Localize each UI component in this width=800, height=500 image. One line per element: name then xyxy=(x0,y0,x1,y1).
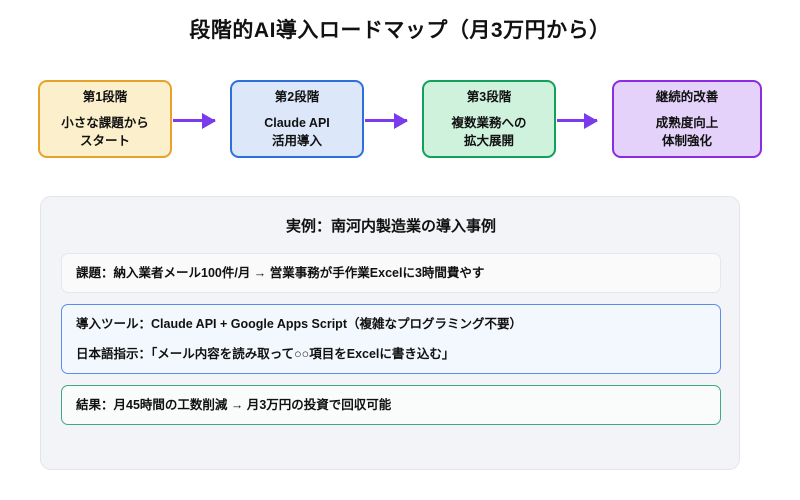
arrow-stage-3-to-4 xyxy=(557,112,598,129)
case-study-title: 実例：南河内製造業の導入事例 xyxy=(285,218,496,235)
roadmap-flow: 第1段階 小さな課題から スタート 第2段階 Claude API 活用導入 第… xyxy=(38,80,762,160)
stage-3-heading: 第3段階 xyxy=(466,90,512,105)
stage-4-line-1: 成熟度向上 xyxy=(655,115,719,130)
case-card-result-line-1: 結果：月45時間の工数削減 → 月3万円の投資で回収可能 xyxy=(76,397,392,412)
arrow-stage-2-to-3 xyxy=(365,112,408,129)
page-title: 段階的AI導入ロードマップ（月3万円から） xyxy=(189,19,611,42)
case-card-tools-line-1: 導入ツール：Claude API + Google Apps Script（複雑… xyxy=(76,317,522,332)
case-study-panel: 実例：南河内製造業の導入事例 課題：納入業者メール100件/月 → 営業事務が手… xyxy=(40,196,740,470)
stage-card-1: 第1段階 小さな課題から スタート xyxy=(38,80,172,158)
stage-card-2: 第2段階 Claude API 活用導入 xyxy=(230,80,364,158)
stage-4-heading: 継続的改善 xyxy=(655,90,719,105)
stage-1-line-2: スタート xyxy=(79,133,130,148)
arrow-stage-1-to-2 xyxy=(173,112,216,129)
stage-3-line-2: 拡大展開 xyxy=(463,133,514,148)
stage-1-heading: 第1段階 xyxy=(82,90,128,105)
stage-1-line-1: 小さな課題から xyxy=(61,115,149,130)
case-card-tools-line-2: 日本語指示：「メール内容を読み取って○○項目をExcelに書き込む」 xyxy=(76,346,455,361)
stage-2-line-1: Claude API xyxy=(264,115,330,130)
stage-2-line-2: 活用導入 xyxy=(271,133,322,148)
case-card-tools: 導入ツール：Claude API + Google Apps Script（複雑… xyxy=(61,304,721,374)
stage-3-line-1: 複数業務への xyxy=(451,115,527,130)
case-card-issue: 課題：納入業者メール100件/月 → 営業事務が手作業Excelに3時間費やす xyxy=(61,253,721,294)
stage-2-heading: 第2段階 xyxy=(274,90,320,105)
case-card-result: 結果：月45時間の工数削減 → 月3万円の投資で回収可能 xyxy=(61,384,721,425)
stage-4-line-2: 体制強化 xyxy=(661,133,712,148)
stage-card-3: 第3段階 複数業務への 拡大展開 xyxy=(422,80,556,158)
case-study-card-list: 課題：納入業者メール100件/月 → 営業事務が手作業Excelに3時間費やす … xyxy=(61,253,721,436)
case-card-issue-line-1: 課題：納入業者メール100件/月 → 営業事務が手作業Excelに3時間費やす xyxy=(76,266,485,280)
stage-card-4: 継続的改善 成熟度向上 体制強化 xyxy=(612,80,762,158)
